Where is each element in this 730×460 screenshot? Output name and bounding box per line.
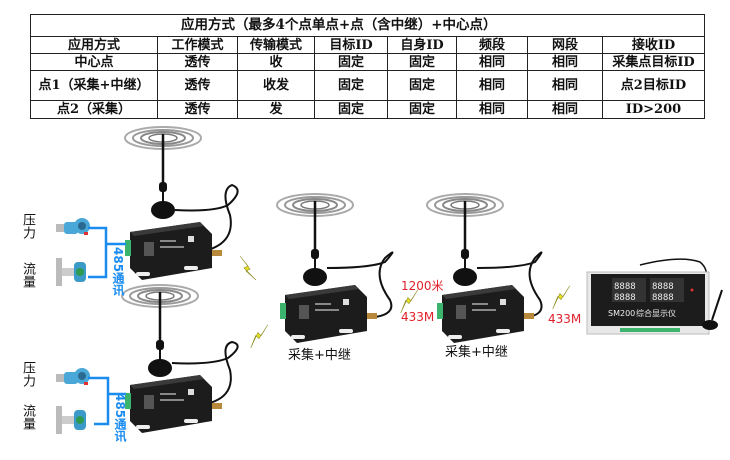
table-cell: 固定 xyxy=(314,100,388,119)
link-distance-label: 1200米 xyxy=(401,279,444,293)
sensor-group-1 xyxy=(56,127,239,286)
table-cell: 点2目标ID xyxy=(602,70,705,101)
table-cell: 发 xyxy=(237,100,315,119)
relay-caption: 采集+中继 xyxy=(445,345,508,360)
table-cell: 点1（采集+中继） xyxy=(30,70,158,101)
rs485-label: 485通讯 xyxy=(111,247,125,297)
table-cell: 相同 xyxy=(527,53,603,71)
antenna-cable xyxy=(326,251,394,319)
modem-device-relay-1 xyxy=(280,285,377,343)
wireless-link-icon xyxy=(244,324,274,349)
flow-label: 流量 xyxy=(20,404,35,430)
table-cell: 透传 xyxy=(157,70,238,101)
relay-node-2 xyxy=(427,194,543,343)
flowmeter-icon xyxy=(56,406,86,434)
modem-device-1 xyxy=(125,222,222,280)
table-cell: 固定 xyxy=(387,100,457,119)
link-frequency-label: 433M xyxy=(401,310,435,324)
antenna-icon xyxy=(427,194,503,286)
flowmeter-icon xyxy=(56,258,86,286)
table-row: 中心点 透传 收 固定 固定 相同 相同 采集点目标ID xyxy=(30,53,705,71)
table-cell: 相同 xyxy=(456,70,528,101)
pressure-sensor-icon xyxy=(56,218,90,235)
table-cell: 采集点目标ID xyxy=(602,53,705,71)
table-cell: 固定 xyxy=(314,53,388,71)
flow-label: 流量 xyxy=(20,262,35,288)
relay-caption: 采集+中继 xyxy=(288,348,351,363)
display-digits: 8888 xyxy=(652,293,674,303)
col-header: 自身ID xyxy=(387,36,457,54)
display-digits: 8888 xyxy=(614,293,636,303)
pressure-label: 压力 xyxy=(20,213,35,239)
display-panel xyxy=(591,274,705,326)
display-digits: 8888 xyxy=(652,282,674,292)
table-cell: 相同 xyxy=(456,100,528,119)
application-mode-table: 应用方式（最多4个点单点+点（含中继）+中心点） 应用方式 工作模式 传输模式 … xyxy=(30,14,705,119)
table-header-row: 应用方式 工作模式 传输模式 目标ID 自身ID 频段 网段 接收ID xyxy=(30,36,705,54)
relay-node-1 xyxy=(277,194,394,343)
rs485-label: 485通讯 xyxy=(113,393,127,443)
col-header: 接收ID xyxy=(602,36,705,54)
sensor-group-2 xyxy=(56,285,239,434)
antenna-cable xyxy=(174,183,239,253)
table-row: 点2（采集） 透传 发 固定 固定 相同 相同 ID>200 xyxy=(30,100,705,119)
table-row: 点1（采集+中继） 透传 收发 固定 固定 相同 相同 点2目标ID xyxy=(30,70,705,101)
display-name: 综合显示仪 xyxy=(636,308,676,318)
antenna-cable xyxy=(171,340,239,406)
table-cell: 固定 xyxy=(387,70,457,101)
wireless-link-icon xyxy=(546,285,576,310)
pressure-label: 压力 xyxy=(20,361,35,387)
wireless-link-icon xyxy=(239,255,257,281)
rs485-bus-line xyxy=(88,226,108,279)
table-cell: 相同 xyxy=(527,70,603,101)
link-frequency-label: 433M xyxy=(548,312,582,326)
table-cell: ID>200 xyxy=(602,100,705,119)
display-digits: 8888 xyxy=(614,282,636,292)
display-unit-sm200: 8888 8888 8888 8888 SM200 综合显示仪 xyxy=(586,258,723,335)
col-header: 目标ID xyxy=(314,36,388,54)
pressure-sensor-icon xyxy=(56,368,90,385)
modem-device-relay-2 xyxy=(437,285,534,343)
table-cell: 相同 xyxy=(527,100,603,119)
display-model: SM200 xyxy=(608,309,635,318)
modem-device-2 xyxy=(125,375,222,433)
antenna-cable xyxy=(476,251,543,319)
antenna-icon xyxy=(125,127,201,219)
antenna-icon xyxy=(277,194,353,286)
table-cell: 点2（采集） xyxy=(30,100,158,119)
rs485-bus-line xyxy=(88,376,110,426)
